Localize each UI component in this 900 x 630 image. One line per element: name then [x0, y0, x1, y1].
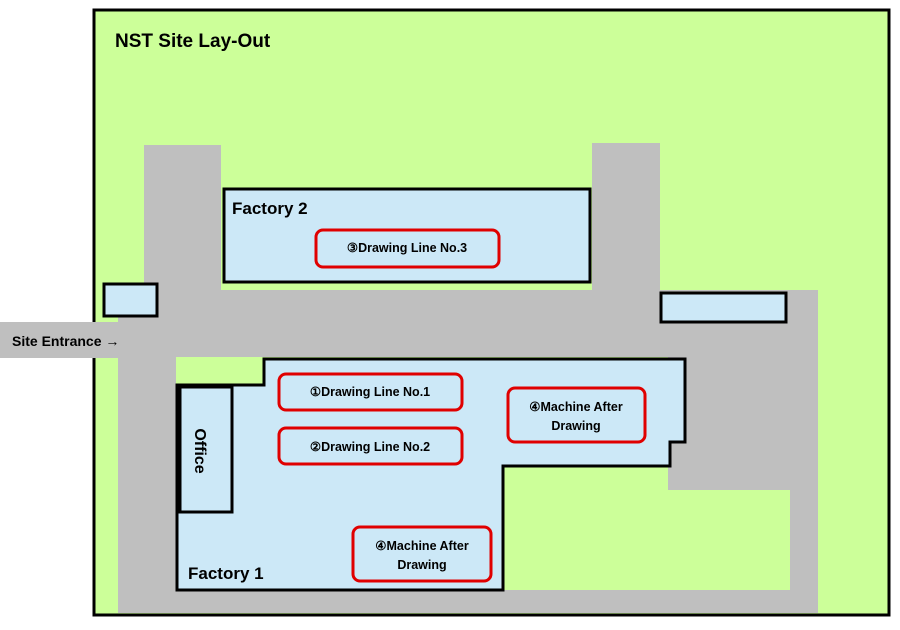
machine-after-drawing-b-line2: Drawing: [397, 558, 446, 572]
site-entrance-label: Site Entrance →: [12, 333, 119, 349]
machine-after-drawing-b-line1: ④Machine After: [375, 539, 469, 553]
machine-after-drawing-box-a: [506, 386, 647, 444]
drawing-line-1-label: ①Drawing Line No.1: [310, 385, 430, 399]
factory-1-label: Factory 1: [188, 564, 264, 583]
drawing-line-1-box: [277, 372, 464, 412]
machine-after-drawing-a-line2: Drawing: [551, 419, 600, 433]
drawing-line-2-box: [277, 426, 464, 466]
machine-after-drawing-a-line1: ④Machine After: [529, 400, 623, 414]
drawing-line-2-label: ②Drawing Line No.2: [310, 440, 430, 454]
office-label: Office: [191, 428, 208, 473]
machine-after-drawing-box-b: [351, 525, 493, 583]
office-building: [178, 385, 234, 514]
factory-2-label: Factory 2: [232, 199, 308, 218]
page-title: NST Site Lay-Out: [115, 31, 271, 52]
small-building-west: [102, 282, 159, 318]
drawing-line-3-box: [314, 228, 501, 269]
small-building-east: [659, 291, 788, 324]
drawing-line-3-label: ③Drawing Line No.3: [347, 241, 467, 255]
green-notch: [177, 359, 264, 385]
factory-1-building: [175, 357, 687, 592]
